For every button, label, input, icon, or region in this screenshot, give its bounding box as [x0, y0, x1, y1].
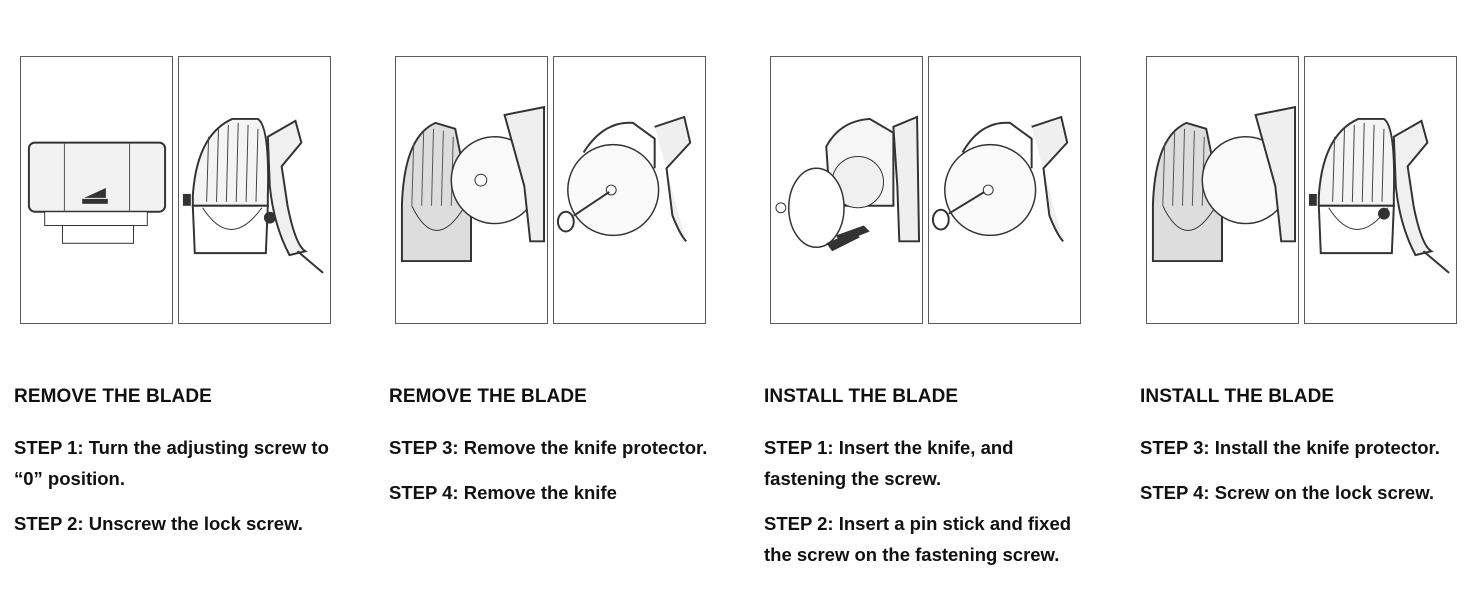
- illustration-remove-knife: [553, 56, 706, 324]
- step-text: STEP 2: Unscrew the lock screw.: [14, 513, 303, 534]
- illustration-adjusting-screw-top-view: [20, 56, 173, 324]
- instruction-column-1: REMOVE THE BLADE STEP 1: Turn the adjust…: [14, 0, 360, 611]
- illustration-screw-lock-screw: [1304, 56, 1457, 324]
- step-text: STEP 4: Screw on the lock screw.: [1140, 482, 1435, 503]
- illustration-lock-screw-side-view: [178, 56, 331, 324]
- illustration-pair: [770, 56, 1090, 326]
- step-list: STEP 1: Turn the adjusting screw to “0” …: [14, 432, 344, 553]
- section-heading: INSTALL THE BLADE: [764, 386, 959, 407]
- step-text: STEP 2: Insert a pin stick and fixed the…: [764, 513, 1072, 565]
- instruction-column-3: INSTALL THE BLADE STEP 1: Insert the kni…: [764, 0, 1110, 611]
- illustration-remove-knife-protector: [395, 56, 548, 324]
- illustration-insert-knife: [770, 56, 923, 324]
- step-list: STEP 3: Remove the knife protector. STEP…: [389, 432, 719, 522]
- illustration-fasten-screw-with-pin: [928, 56, 1081, 324]
- illustration-pair: [1146, 56, 1464, 326]
- section-heading: REMOVE THE BLADE: [389, 386, 587, 407]
- illustration-pair: [395, 56, 715, 326]
- section-heading: INSTALL THE BLADE: [1140, 386, 1335, 407]
- illustration-install-knife-protector: [1146, 56, 1299, 324]
- instruction-column-2: REMOVE THE BLADE STEP 3: Remove the knif…: [389, 0, 735, 611]
- step-text: STEP 1: Turn the adjusting screw to “0” …: [14, 437, 329, 489]
- step-text: STEP 3: Remove the knife protector.: [389, 437, 708, 458]
- step-list: STEP 3: Install the knife protector. STE…: [1140, 432, 1464, 522]
- step-text: STEP 1: Insert the knife, and fastening …: [764, 437, 1014, 489]
- instruction-column-4: INSTALL THE BLADE STEP 3: Install the kn…: [1140, 0, 1464, 611]
- step-list: STEP 1: Insert the knife, and fastening …: [764, 432, 1094, 584]
- step-text: STEP 3: Install the knife protector.: [1140, 437, 1440, 458]
- step-text: STEP 4: Remove the knife: [389, 482, 617, 503]
- section-heading: REMOVE THE BLADE: [14, 386, 212, 407]
- illustration-pair: [20, 56, 340, 326]
